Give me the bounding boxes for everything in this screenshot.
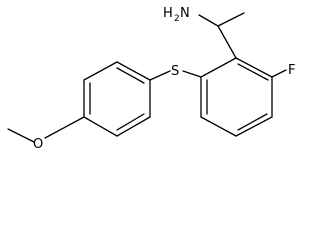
ring-a-bond-3 [235,116,273,137]
amine-n-label: N [180,6,190,21]
bond-n-ch [198,14,219,27]
ring-a-bond-1 [235,57,273,78]
bond-lines [7,12,287,143]
bond-ch-ring [217,25,237,59]
ring-b-bond-4 [83,116,118,137]
atom-labels: H 2 N F S O [33,6,295,152]
ring-b-bond-5 [116,116,151,137]
ring-a-bond-1-inner [237,63,269,81]
molecule-structure-diagram: H 2 N F S O [7,6,295,152]
bond-ring-s [182,70,202,78]
ring-b-bond-1 [116,61,151,81]
oxygen-label: O [33,137,43,152]
ring-a-bond-6 [200,57,237,78]
bond-ring-o [44,116,85,139]
amine-subscript-label: 2 [174,14,180,24]
bond-c-f [271,69,287,78]
ring-b-bond-1-inner [116,67,145,84]
bond-o-ch3 [7,128,35,143]
ring-a-bond-4 [200,116,237,137]
ring-b-bond-2 [83,61,118,81]
amine-h-label: H [163,6,173,21]
ring-b-bond-5-inner [116,113,145,131]
ring-a-bond-3-inner [237,113,268,131]
bond-ch-ch3 [217,12,245,27]
fluorine-label: F [288,63,295,78]
sulfur-label: S [171,64,179,79]
bond-s-ring [149,70,171,81]
